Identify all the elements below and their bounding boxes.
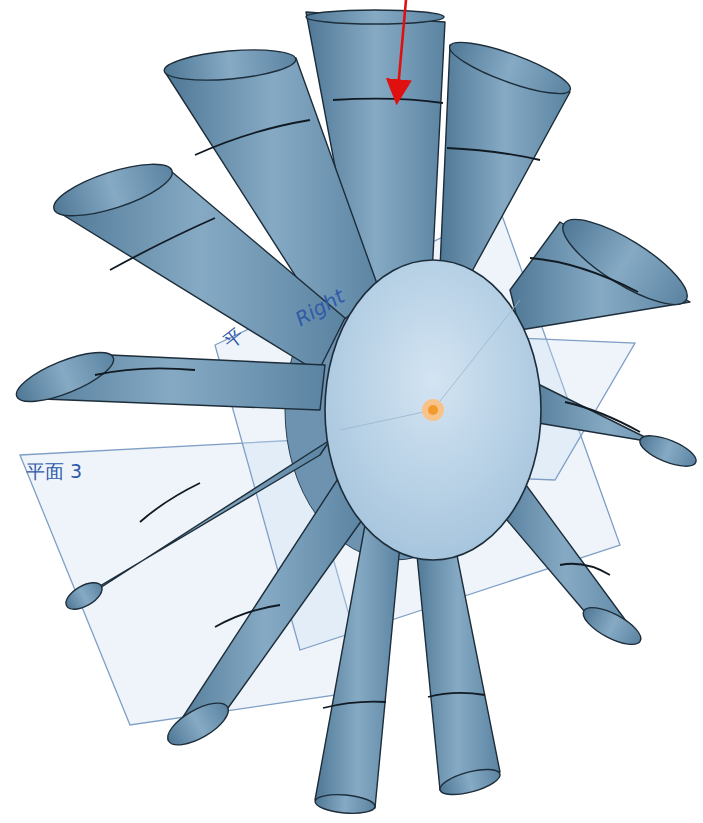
plane-label: 平面 3 — [26, 462, 82, 481]
